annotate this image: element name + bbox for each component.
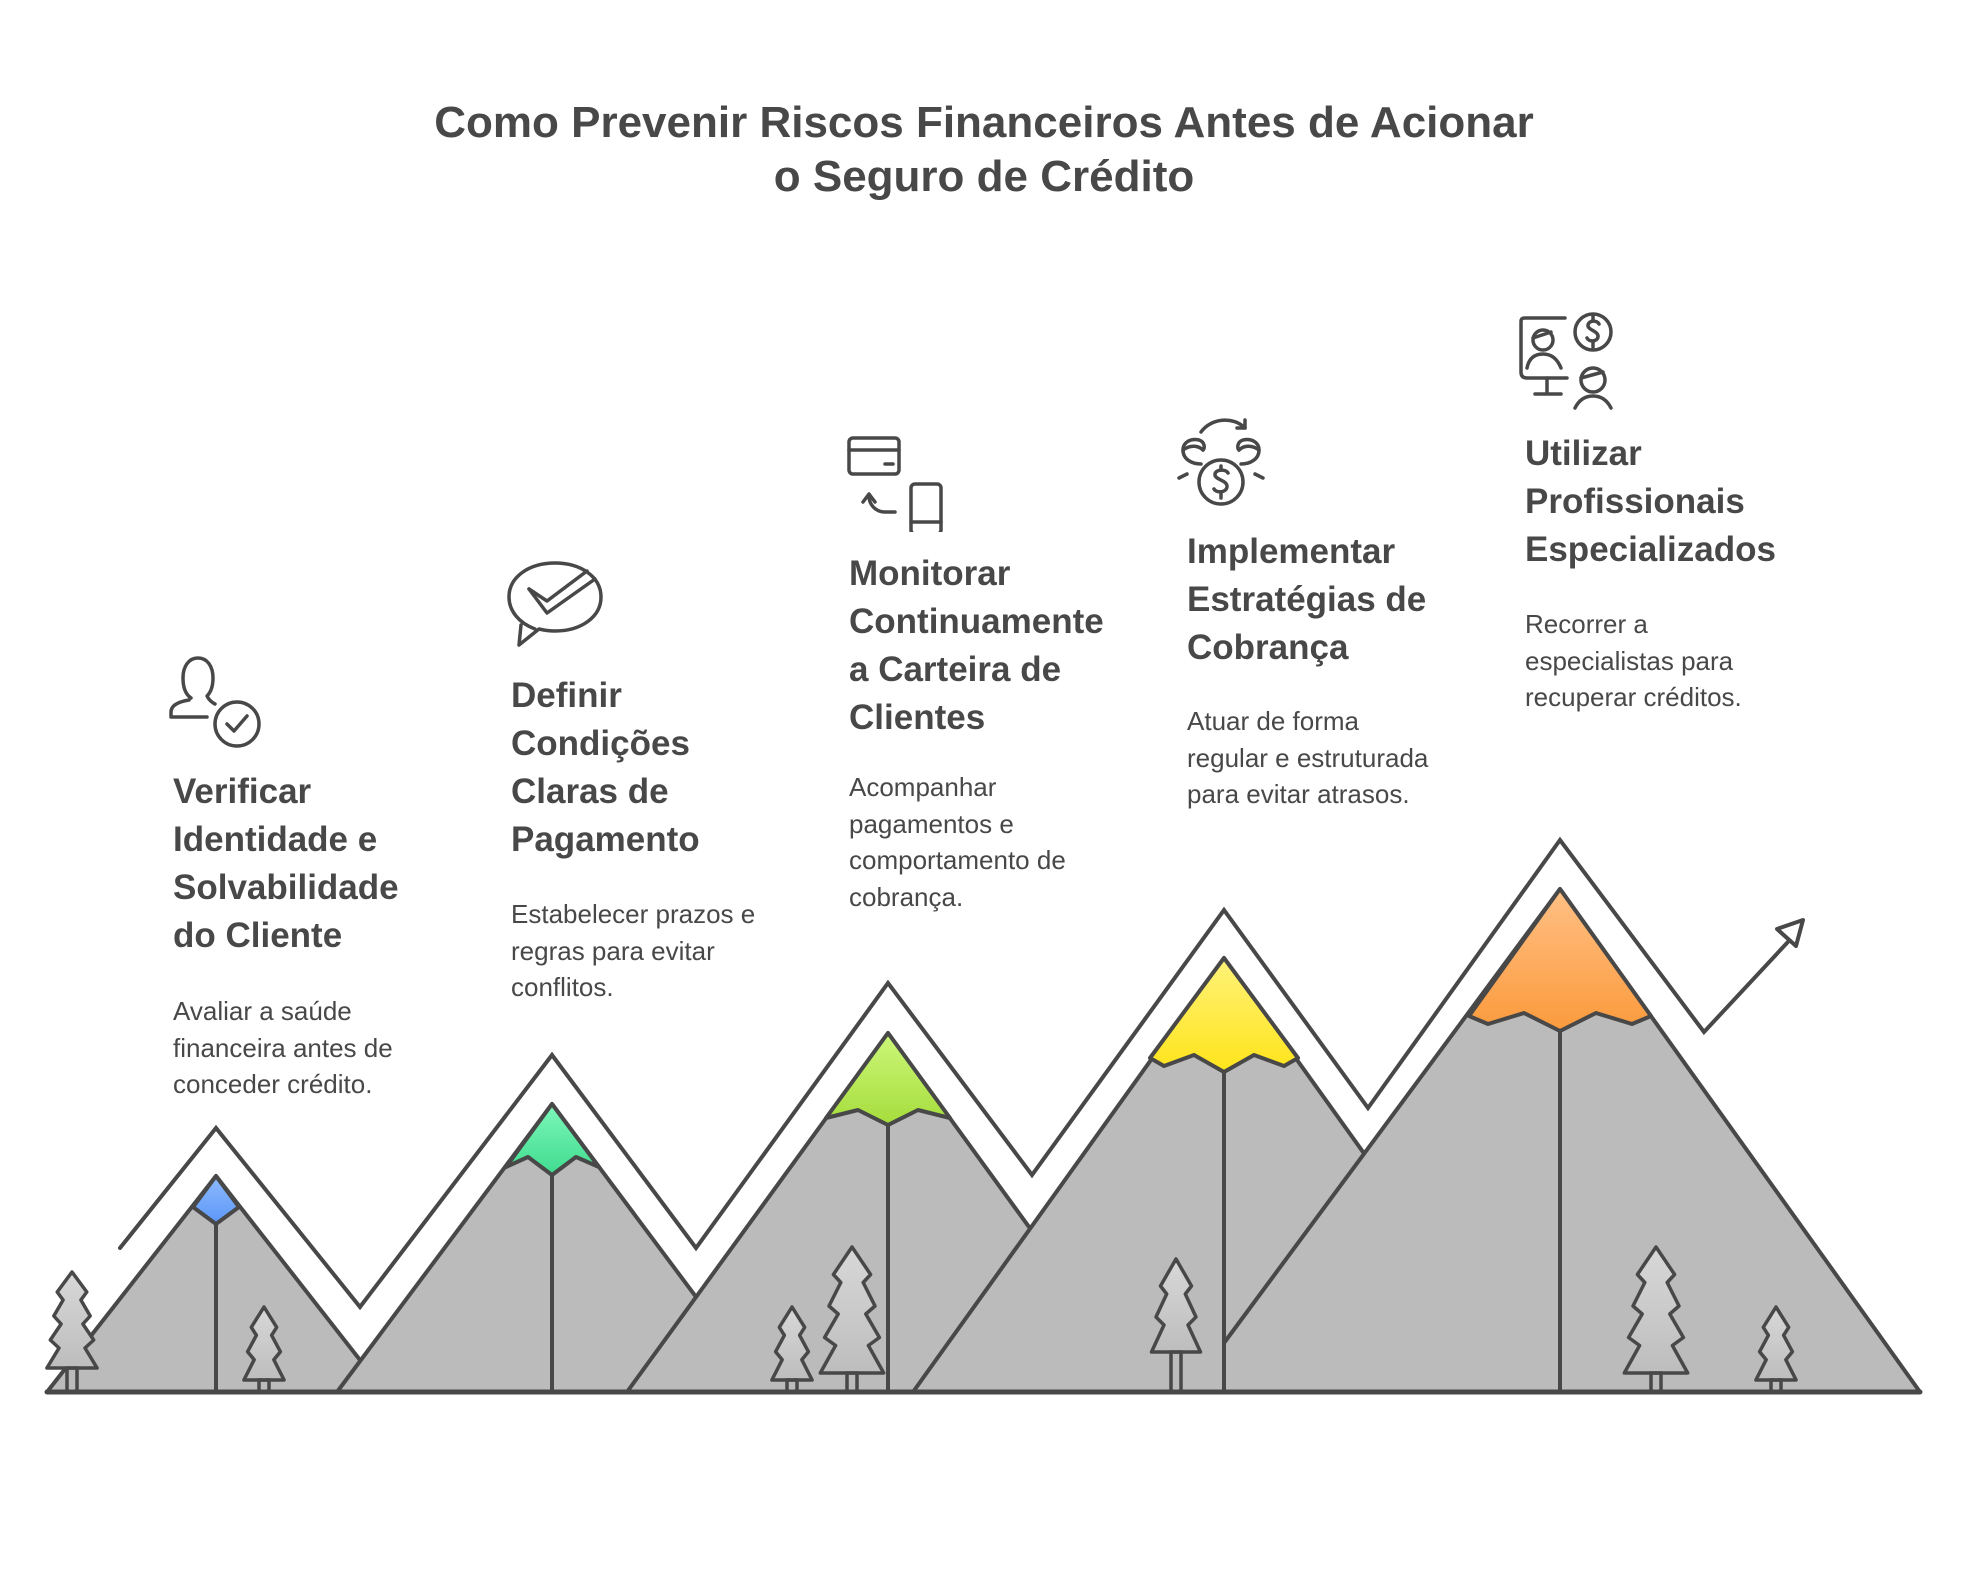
tree-icon (1622, 1245, 1690, 1394)
step-description: Estabelecer prazos e regras para evitar … (511, 899, 756, 1002)
tree-crown (45, 1270, 99, 1370)
mountain-peak-cap (824, 1031, 952, 1127)
step-heading: Utilizar Profissionais Especializados (1525, 434, 1776, 569)
step-heading: Implementar Estratégias de Cobrança (1187, 532, 1427, 667)
specialist-consult-icon (1519, 312, 1613, 410)
mountain-peak-cap (1148, 956, 1300, 1074)
tree-icon (818, 1245, 886, 1394)
tree-icon (770, 1305, 814, 1394)
tree-icon (242, 1305, 286, 1394)
step-description: Recorrer a especialistas para recuperar … (1525, 609, 1742, 712)
tree-trunk (1169, 1350, 1183, 1394)
step-description: Acompanhar pagamentos e comportamento de… (849, 772, 1066, 912)
card-to-phone-icon (847, 436, 943, 532)
step-heading: Verificar Identidade e Solvabilidade do … (173, 772, 399, 955)
tree-icon (1754, 1305, 1798, 1394)
money-cycle-icon (1177, 418, 1265, 506)
tree-icon (1149, 1257, 1203, 1394)
chat-check-icon (507, 561, 603, 647)
mountain-peak-cap (1467, 887, 1653, 1033)
tree-trunk (1769, 1378, 1783, 1394)
tree-trunk (845, 1371, 859, 1394)
progress-ridge-line (118, 836, 1802, 1311)
step-description: Atuar de forma regular e estruturada par… (1187, 706, 1429, 809)
page-title: Como Prevenir Riscos Financeiros Antes d… (0, 96, 1968, 204)
tree-icon (45, 1270, 99, 1394)
step-description: Avaliar a saúde financeira antes de conc… (173, 996, 393, 1099)
mountain-1 (45, 1174, 387, 1394)
step-heading: Monitorar Continuamente a Carteira de Cl… (849, 554, 1104, 737)
tree-trunk (65, 1366, 79, 1394)
tree-trunk (257, 1378, 271, 1394)
tree-trunk (785, 1378, 799, 1394)
arrow-head-icon (1775, 918, 1805, 948)
title-line-2: o Seguro de Crédito (773, 152, 1195, 201)
mountain-peak-cap (504, 1102, 601, 1177)
title-line-1: Como Prevenir Riscos Financeiros Antes d… (434, 98, 1534, 147)
user-check-icon (169, 656, 261, 748)
step-heading: Definir Condições Claras de Pagamento (511, 676, 700, 859)
mountain-peak-cap (191, 1174, 241, 1226)
tree-trunk (1649, 1371, 1663, 1394)
